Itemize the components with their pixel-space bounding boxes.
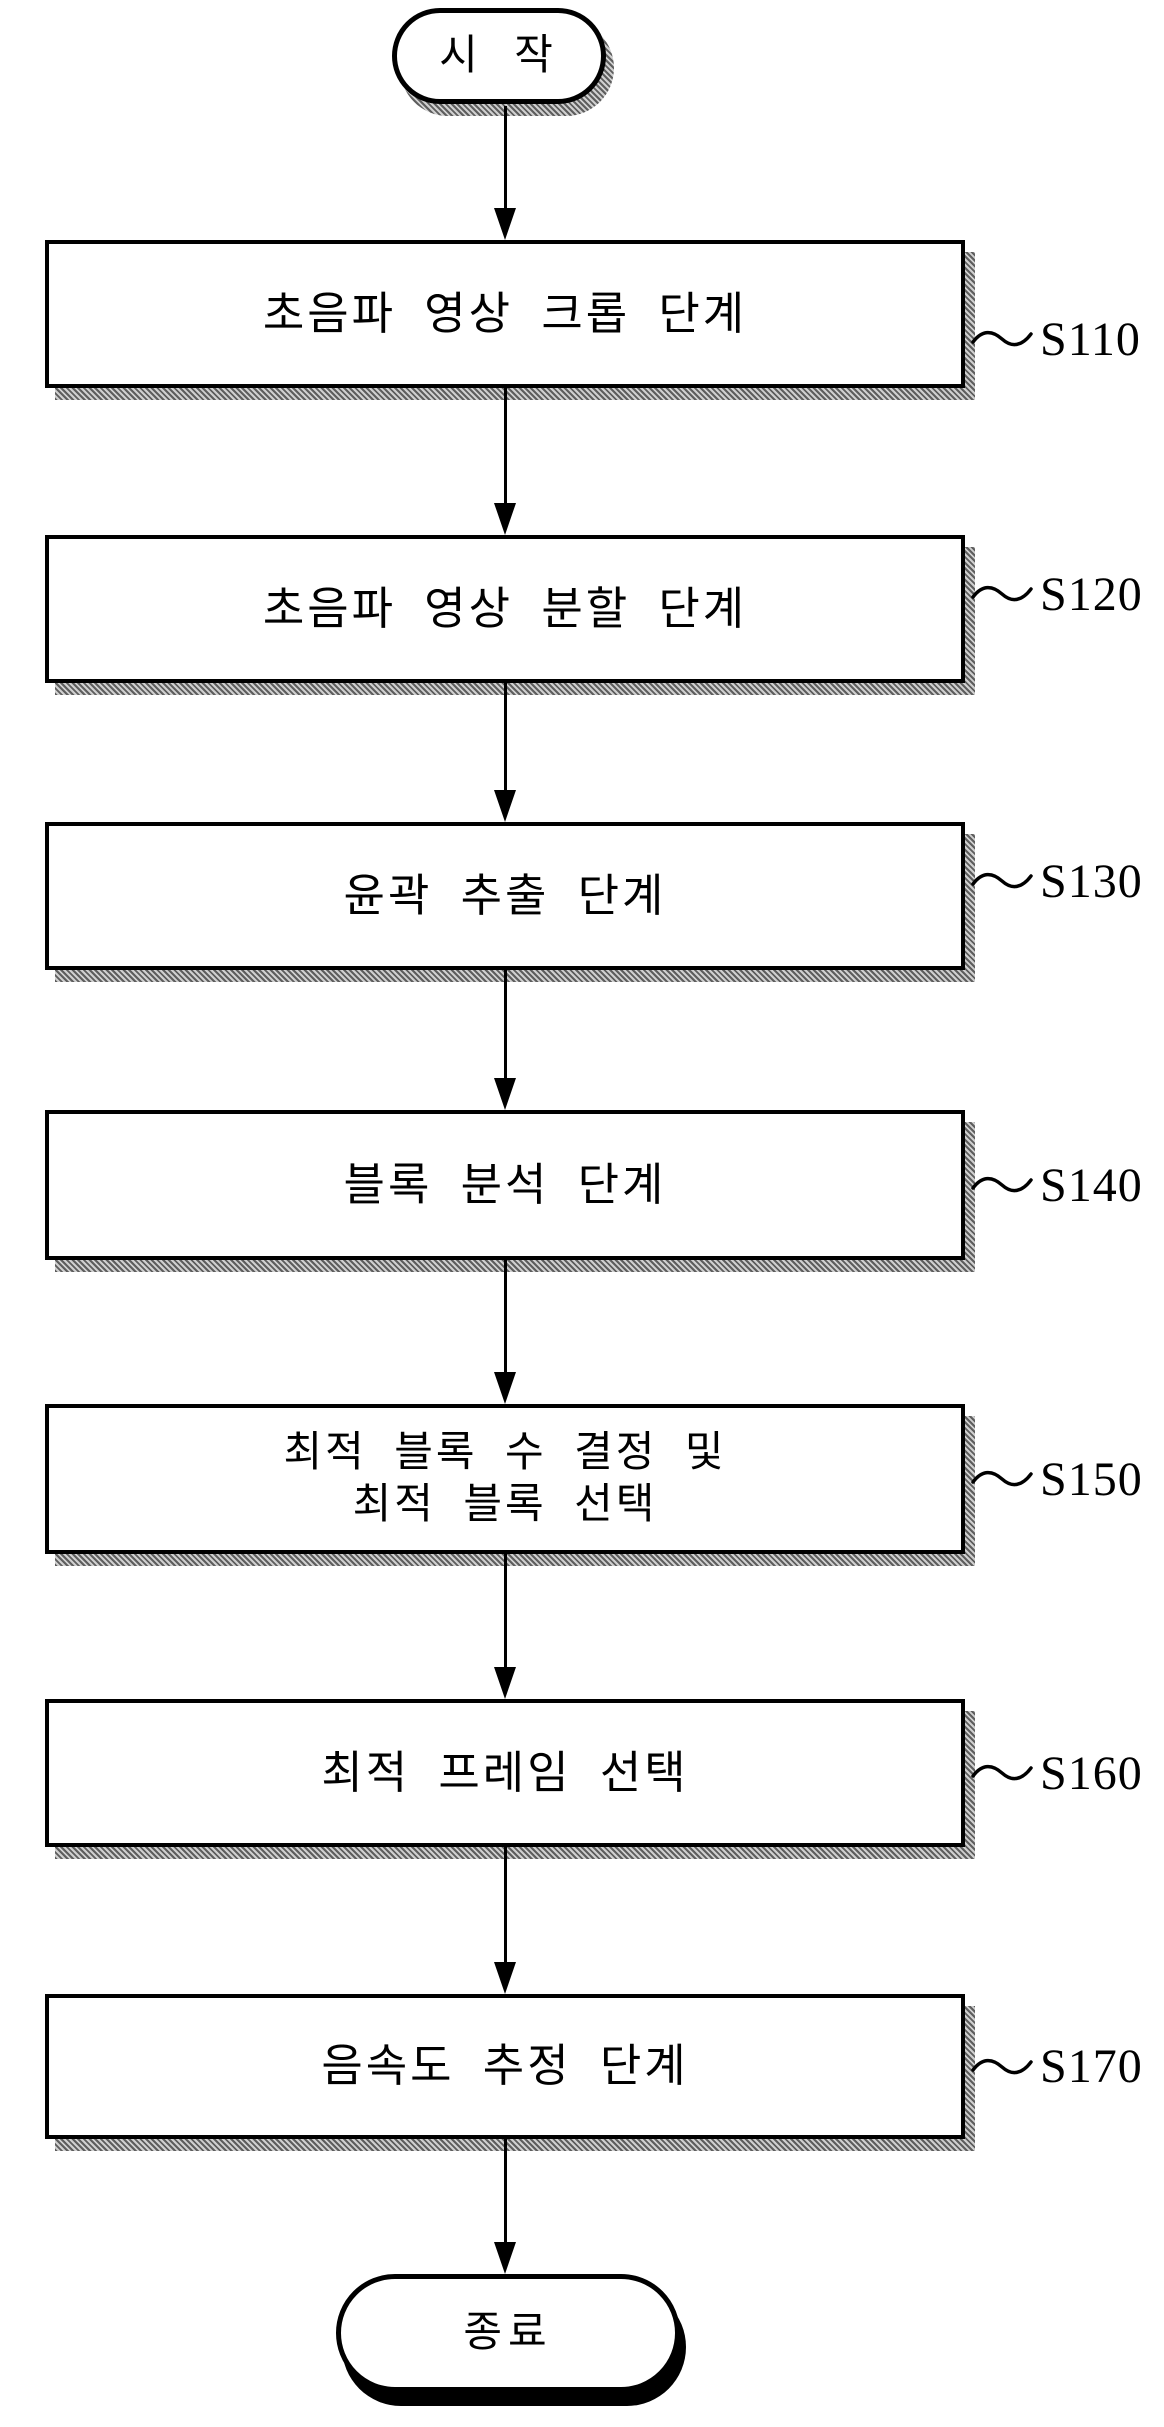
flow-arrow-2 xyxy=(487,388,523,535)
step-box-1: 초음파 영상 크롭 단계 xyxy=(45,240,965,388)
arrow-line xyxy=(503,2139,507,2243)
flow-arrow-7 xyxy=(487,1847,523,1994)
arrow-line xyxy=(503,1847,507,1963)
flow-arrow-5 xyxy=(487,1260,523,1404)
step-2-text: 초음파 영상 분할 단계 xyxy=(262,583,748,634)
arrow-line xyxy=(503,1554,507,1668)
arrow-down-icon xyxy=(494,503,516,535)
tilde-connector-icon xyxy=(971,1470,1033,1487)
flow-arrow-1 xyxy=(487,106,523,240)
end-terminal: 종료 xyxy=(336,2274,680,2392)
arrow-down-icon xyxy=(494,208,516,240)
tilde-connector-icon xyxy=(971,330,1033,347)
flow-arrow-8 xyxy=(487,2139,523,2274)
step-ref-3: S130 xyxy=(970,807,1143,955)
step-5-text-line-1: 최적 블록 수 결정 및 xyxy=(283,1429,727,1476)
arrow-down-icon xyxy=(494,2242,516,2274)
step-ref-2: S120 xyxy=(970,520,1143,668)
end-label: 종료 xyxy=(463,2309,553,2356)
step-box-2: 초음파 영상 분할 단계 xyxy=(45,535,965,683)
arrow-down-icon xyxy=(494,1372,516,1404)
step-box-4: 블록 분석 단계 xyxy=(45,1110,965,1260)
tilde-connector-icon xyxy=(971,1764,1033,1781)
step-1-ref-label: S110 xyxy=(1040,312,1141,366)
step-3-ref-label: S130 xyxy=(1040,854,1143,908)
tilde-connector-icon xyxy=(971,872,1033,889)
step-4-ref-label: S140 xyxy=(1040,1158,1143,1212)
tilde-connector-icon xyxy=(971,585,1033,602)
arrow-down-icon xyxy=(494,1962,516,1994)
arrow-line xyxy=(503,106,507,209)
step-ref-6: S160 xyxy=(970,1699,1143,1847)
step-4-text: 블록 분석 단계 xyxy=(343,1159,667,1210)
step-6-text: 최적 프레임 선택 xyxy=(321,1747,689,1798)
step-ref-5: S150 xyxy=(970,1404,1143,1554)
arrow-line xyxy=(503,1260,507,1373)
step-5-text-line-2: 최적 블록 선택 xyxy=(352,1482,658,1528)
flow-arrow-6 xyxy=(487,1554,523,1699)
flow-arrow-4 xyxy=(487,970,523,1110)
step-box-6: 최적 프레임 선택 xyxy=(45,1699,965,1847)
step-1-text: 초음파 영상 크롭 단계 xyxy=(262,288,748,339)
step-box-5: 최적 블록 수 결정 및 최적 블록 선택 xyxy=(45,1404,965,1554)
arrow-line xyxy=(503,388,507,504)
step-7-ref-label: S170 xyxy=(1040,2040,1143,2093)
arrow-line xyxy=(503,683,507,791)
step-5-ref-label: S150 xyxy=(1040,1452,1143,1506)
start-terminal: 시 작 xyxy=(392,8,606,104)
arrow-line xyxy=(503,970,507,1079)
start-label: 시 작 xyxy=(439,32,559,79)
flow-arrow-3 xyxy=(487,683,523,822)
step-ref-7: S170 xyxy=(970,1994,1143,2139)
step-ref-4: S140 xyxy=(970,1110,1143,1260)
arrow-down-icon xyxy=(494,790,516,822)
tilde-connector-icon xyxy=(971,2058,1033,2074)
tilde-connector-icon xyxy=(971,1176,1033,1193)
step-box-3: 윤곽 추출 단계 xyxy=(45,822,965,970)
step-3-text: 윤곽 추출 단계 xyxy=(343,870,667,921)
step-2-ref-label: S120 xyxy=(1040,567,1143,621)
step-6-ref-label: S160 xyxy=(1040,1746,1143,1800)
step-7-text: 음속도 추정 단계 xyxy=(321,2041,689,2092)
arrow-down-icon xyxy=(494,1078,516,1110)
arrow-down-icon xyxy=(494,1667,516,1699)
step-ref-1: S110 xyxy=(970,265,1141,413)
step-box-7: 음속도 추정 단계 xyxy=(45,1994,965,2139)
